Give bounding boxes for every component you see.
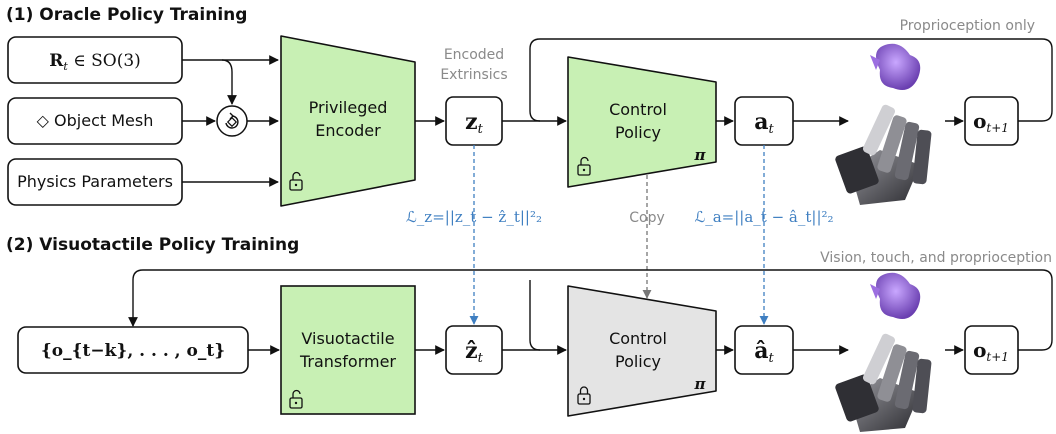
- control-policy-oracle-label-line2: Policy: [615, 123, 661, 142]
- privileged-encoder: [280, 35, 416, 207]
- copy-label: Copy: [629, 210, 665, 226]
- o-next-label-visuotactile: ot+1: [973, 338, 1009, 364]
- unlock-icon: [289, 171, 303, 191]
- loss-z-label: ℒ_z=||z_t − ẑ_t||²₂: [406, 208, 542, 226]
- loss-a-label: ℒ_a=||a_t − â_t||²₂: [694, 208, 833, 226]
- rotation-label: Rt ∈ SO(3): [49, 51, 141, 73]
- control-policy-visuotactile: [567, 285, 717, 417]
- z-hat-t-label: ẑt: [465, 338, 484, 366]
- a-hat-t-label: ât: [754, 338, 774, 366]
- privileged-encoder-label-line2: Encoder: [315, 121, 381, 140]
- unlock-icon: [577, 156, 591, 176]
- rotate-operator: [216, 105, 248, 137]
- vision-touch-feedback-loop: [128, 269, 1053, 351]
- visuotactile-transformer-label-line1: Visuotactile: [301, 329, 394, 348]
- visuotactile-transformer-label-line2: Transformer: [299, 352, 396, 371]
- observation-history-label: {o_{t−k}, . . . , o_t}: [41, 341, 225, 361]
- o-next-box-oracle: [964, 96, 1019, 146]
- encoded-extrinsics-label-line1: Encoded: [444, 47, 504, 63]
- control-policy-visuotactile-label-line2: Policy: [615, 352, 661, 371]
- visuotactile-transformer: [280, 285, 416, 415]
- physics-parameters-label: Physics Parameters: [17, 172, 173, 191]
- encoded-extrinsics-label-line2: Extrinsics: [440, 67, 507, 83]
- rotate-icon: [225, 112, 239, 129]
- vision-loop-join: [529, 280, 541, 351]
- robot-hand-image-visuotactile: [835, 272, 932, 432]
- o-next-label-oracle: ot+1: [973, 109, 1009, 135]
- proprioception-only-label: Proprioception only: [900, 18, 1035, 34]
- control-policy-oracle-label-line1: Control: [609, 100, 667, 119]
- control-policy-oracle: [567, 56, 717, 188]
- unlock-icon: [289, 389, 303, 409]
- object-mesh-label: ◇ Object Mesh: [37, 111, 154, 130]
- z-t-label: zt: [465, 109, 484, 137]
- policy-pi-symbol-visuotactile: π: [694, 375, 707, 393]
- vision-touch-proprioception-label: Vision, touch, and proprioception: [820, 250, 1052, 266]
- control-policy-visuotactile-label-line1: Control: [609, 329, 667, 348]
- robot-hand-image-oracle: [835, 43, 932, 205]
- a-t-label: at: [754, 109, 774, 137]
- section-title-oracle: (1) Oracle Policy Training: [6, 5, 247, 25]
- proprioception-feedback-loop: [529, 38, 1053, 122]
- privileged-encoder-label-line1: Privileged: [309, 98, 388, 117]
- o-next-box-visuotactile: [964, 325, 1019, 375]
- rotation-to-operator-arrow: [221, 59, 237, 105]
- policy-pi-symbol-oracle: π: [694, 146, 707, 164]
- section-title-visuotactile: (2) Visuotactile Policy Training: [6, 235, 299, 255]
- lock-icon: [577, 386, 591, 405]
